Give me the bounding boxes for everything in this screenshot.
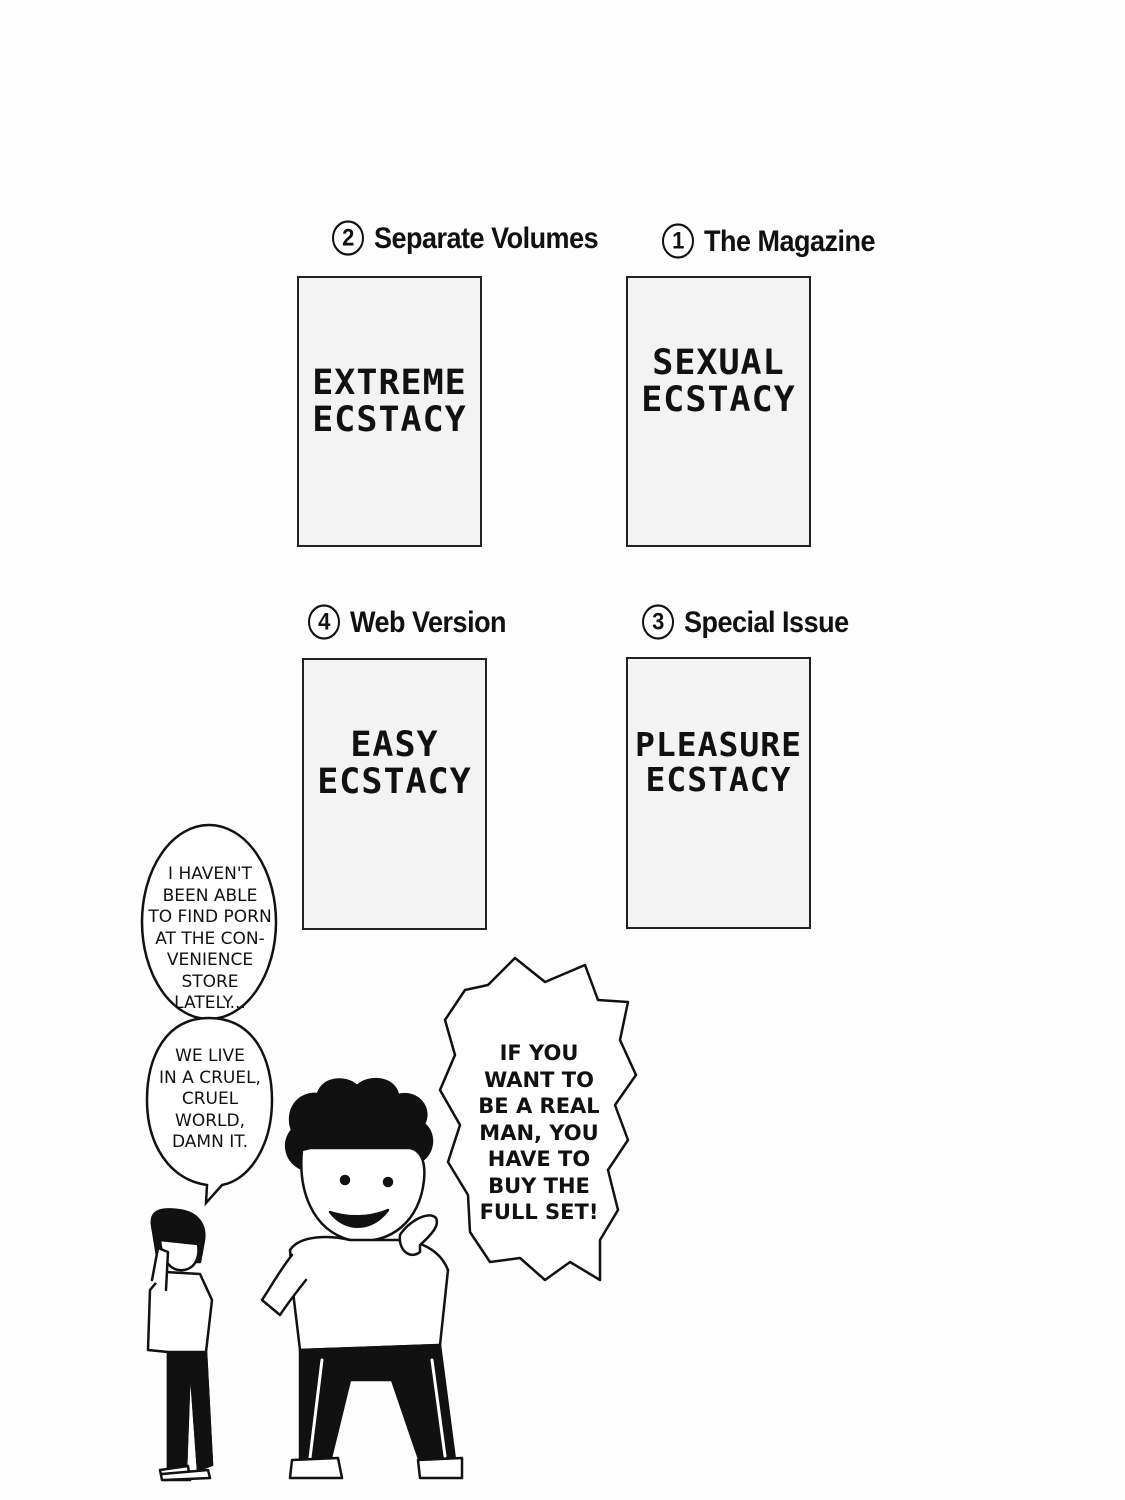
magazine-cover-sexual-ecstacy: SEXUAL ECSTACY: [626, 276, 811, 547]
edition-label-the-magazine: 1 The Magazine: [662, 223, 876, 259]
edition-name: Special Issue: [684, 604, 849, 638]
edition-name: Web Version: [350, 604, 507, 638]
speech-bubble-2: [145, 1016, 274, 1207]
circled-number-2: 2: [332, 220, 364, 256]
magazine-cover-extreme-ecstacy: EXTREME ECSTACY: [297, 276, 482, 547]
edition-name: Separate Volumes: [374, 220, 599, 254]
magazine-cover-pleasure-ecstacy: PLEASURE ECSTACY: [626, 657, 811, 929]
cover-title: EASY ECSTACY: [317, 725, 472, 802]
edition-label-web-version: 4 Web Version: [308, 604, 507, 640]
circled-number-4: 4: [308, 604, 340, 640]
edition-label-separate-volumes: 2 Separate Volumes: [332, 220, 599, 256]
big-boy-character: [260, 1077, 464, 1480]
edition-label-special-issue: 3 Special Issue: [642, 604, 849, 640]
edition-name: The Magazine: [704, 223, 876, 257]
magazine-cover-easy-ecstacy: EASY ECSTACY: [302, 658, 487, 930]
circled-number-1: 1: [662, 223, 694, 259]
cover-title: SEXUAL ECSTACY: [641, 342, 796, 420]
shout-bubble-text: IF YOU WANT TO BE A REAL MAN, YOU HAVE T…: [478, 1041, 600, 1224]
cover-title: PLEASURE ECSTACY: [635, 725, 802, 799]
thin-boy-character: [146, 1208, 214, 1482]
speech-bubble-2-text: WE LIVE IN A CRUEL, CRUEL WORLD, DAMN IT…: [159, 1046, 261, 1152]
speech-bubble-1-text: I HAVEN'T BEEN ABLE TO FIND PORN AT THE …: [148, 864, 272, 1013]
shout-bubble: [438, 956, 638, 1282]
cover-title: EXTREME ECSTACY: [312, 362, 467, 440]
circled-number-3: 3: [642, 604, 674, 640]
